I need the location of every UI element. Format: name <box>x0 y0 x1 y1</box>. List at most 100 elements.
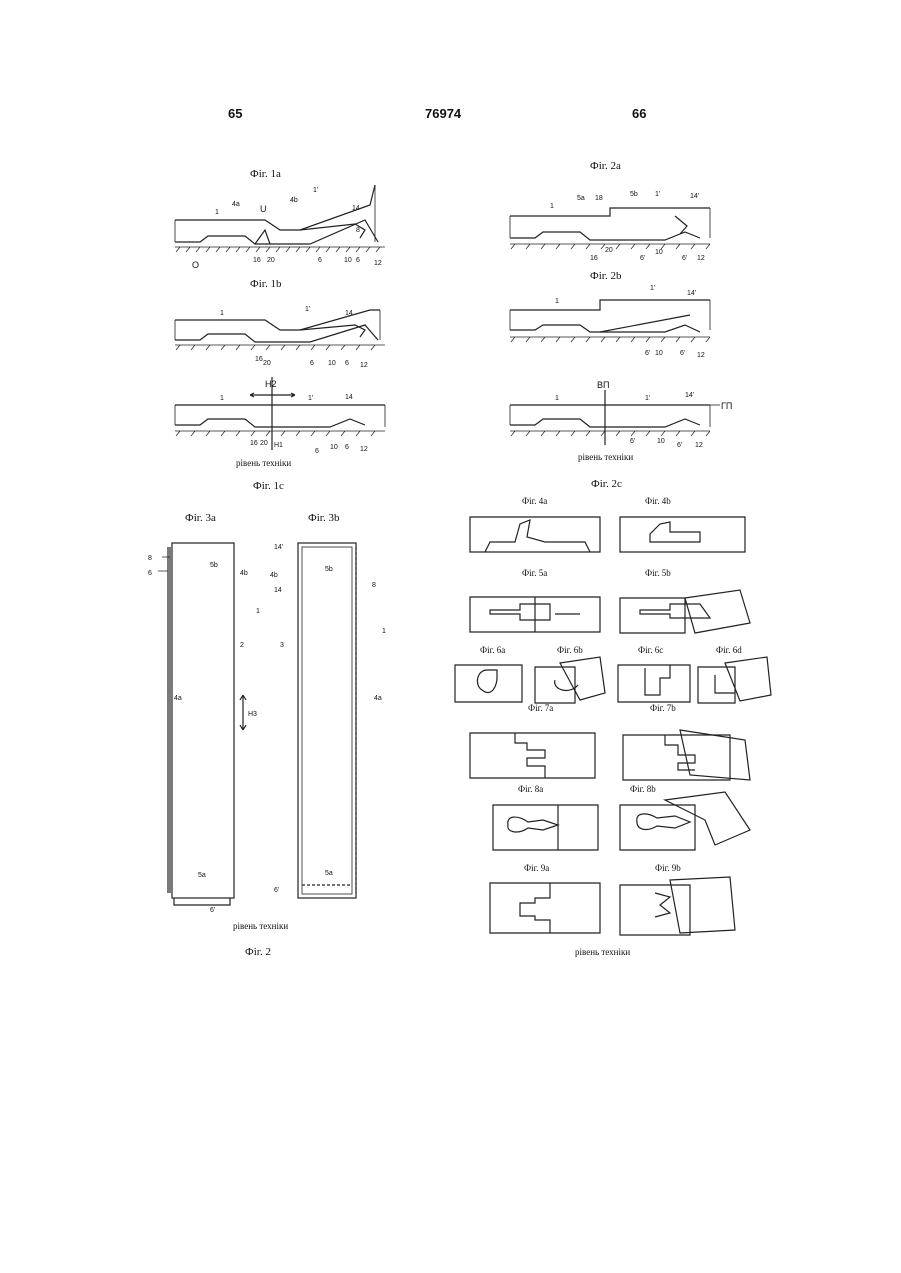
svg-text:ВП: ВП <box>597 380 609 390</box>
svg-text:5a: 5a <box>577 195 585 202</box>
caption-fig-6a: Фіг. 6a <box>480 645 505 655</box>
svg-text:1: 1 <box>550 203 554 210</box>
svg-text:14: 14 <box>352 205 360 212</box>
caption-fig-3b: Фіг. 3b <box>308 512 340 524</box>
svg-text:16: 16 <box>255 356 263 363</box>
svg-text:5a: 5a <box>325 870 333 877</box>
svg-text:10: 10 <box>330 444 338 451</box>
left-page-number: 65 <box>228 106 242 121</box>
caption-fig-2c: Фіг. 2c <box>591 478 622 490</box>
svg-text:5b: 5b <box>210 562 218 569</box>
svg-text:20: 20 <box>605 247 613 254</box>
figure-6c-drawing <box>615 660 695 705</box>
svg-text:6: 6 <box>318 257 322 264</box>
svg-text:1': 1' <box>308 395 313 402</box>
svg-text:H1: H1 <box>274 442 283 449</box>
caption-fig-4a: Фіг. 4a <box>522 496 547 506</box>
svg-text:4b: 4b <box>290 197 298 204</box>
svg-text:O: O <box>192 260 199 270</box>
svg-text:5b: 5b <box>630 191 638 198</box>
svg-text:12: 12 <box>374 260 382 267</box>
figure-6b-drawing <box>530 655 610 705</box>
caption-fig-8a: Фіг. 8a <box>518 784 543 794</box>
svg-text:U: U <box>260 204 267 214</box>
figure-4b-drawing <box>615 512 750 557</box>
prior-art-label-fig3: рівень техніки <box>233 921 288 931</box>
svg-text:5b: 5b <box>325 566 333 573</box>
figure-7a-drawing <box>467 728 602 783</box>
svg-text:12: 12 <box>695 442 703 449</box>
svg-text:5a: 5a <box>198 872 206 879</box>
svg-text:6': 6' <box>680 350 685 357</box>
figure-8a-drawing <box>488 800 603 855</box>
svg-text:H2: H2 <box>265 379 277 389</box>
svg-text:10: 10 <box>328 360 336 367</box>
figure-1b-drawing: 1 1' 14 16 20 6 10 6 12 <box>170 295 390 375</box>
svg-text:10: 10 <box>655 350 663 357</box>
figure-1c-drawing: H2 1 1' 14 16 20 H1 6 10 6 12 <box>170 375 390 460</box>
caption-fig-1c: Фіг. 1c <box>253 480 284 492</box>
caption-fig-7a: Фіг. 7a <box>528 703 553 713</box>
svg-text:12: 12 <box>360 362 368 369</box>
caption-fig-9a: Фіг. 9a <box>524 863 549 873</box>
svg-text:20: 20 <box>263 360 271 367</box>
svg-text:6': 6' <box>645 350 650 357</box>
svg-text:6: 6 <box>345 360 349 367</box>
svg-text:8: 8 <box>356 227 360 234</box>
svg-text:14': 14' <box>685 392 694 399</box>
figure-2b-drawing: 1 1' 14' 6' 10 6' 12 <box>505 285 715 365</box>
svg-text:1: 1 <box>215 209 219 216</box>
prior-art-label-fig9: рівень техніки <box>575 947 630 957</box>
caption-fig-1a: Фіг. 1a <box>250 168 281 180</box>
svg-text:18: 18 <box>595 195 603 202</box>
svg-text:1': 1' <box>313 187 318 194</box>
svg-text:8: 8 <box>148 555 152 562</box>
svg-text:14: 14 <box>345 310 353 317</box>
figure-2c-drawing: 1 ВП 1' 14' ГП 6' 10 6' 12 <box>505 375 735 455</box>
svg-text:14': 14' <box>690 193 699 200</box>
svg-text:3: 3 <box>280 642 284 649</box>
svg-text:4a: 4a <box>232 201 240 208</box>
svg-text:1': 1' <box>645 395 650 402</box>
document-number: 76974 <box>425 106 461 121</box>
caption-fig-2-main: Фіг. 2 <box>245 946 271 958</box>
svg-text:1': 1' <box>650 285 655 292</box>
figure-9b-drawing <box>615 875 740 940</box>
svg-text:1: 1 <box>220 395 224 402</box>
figure-6d-drawing <box>695 655 775 705</box>
caption-fig-7b: Фіг. 7b <box>650 703 676 713</box>
svg-text:10: 10 <box>655 249 663 256</box>
caption-fig-1b: Фіг. 1b <box>250 278 282 290</box>
svg-text:1: 1 <box>382 628 386 635</box>
svg-text:16: 16 <box>253 257 261 264</box>
svg-text:1: 1 <box>256 608 260 615</box>
caption-fig-2a: Фіг. 2a <box>590 160 621 172</box>
figure-4a-drawing <box>465 512 605 557</box>
svg-text:1': 1' <box>305 306 310 313</box>
caption-fig-3a: Фіг. 3a <box>185 512 216 524</box>
svg-text:12: 12 <box>697 255 705 262</box>
prior-art-label-fig2: рівень техніки <box>578 452 633 462</box>
svg-text:6': 6' <box>677 442 682 449</box>
right-page-number: 66 <box>632 106 646 121</box>
caption-fig-6b: Фіг. 6b <box>557 645 583 655</box>
caption-fig-6c: Фіг. 6c <box>638 645 663 655</box>
caption-fig-5b: Фіг. 5b <box>645 568 671 578</box>
caption-fig-5a: Фіг. 5a <box>522 568 547 578</box>
svg-text:1: 1 <box>555 395 559 402</box>
svg-text:16: 16 <box>250 440 258 447</box>
svg-text:ГП: ГП <box>721 401 732 411</box>
svg-text:6': 6' <box>630 438 635 445</box>
caption-fig-4b: Фіг. 4b <box>645 496 671 506</box>
figure-1a-drawing: 1 4a 4b 1' 14 U 8 16 20 6 10 6 12 O <box>170 180 390 275</box>
svg-text:6: 6 <box>148 570 152 577</box>
svg-text:12: 12 <box>697 352 705 359</box>
svg-text:10: 10 <box>344 257 352 264</box>
prior-art-label-fig1: рівень техніки <box>236 458 291 468</box>
caption-fig-2b: Фіг. 2b <box>590 270 622 282</box>
svg-text:6': 6' <box>274 887 279 894</box>
svg-text:8: 8 <box>372 582 376 589</box>
svg-text:12: 12 <box>360 446 368 453</box>
svg-text:H3: H3 <box>248 711 257 718</box>
svg-text:2: 2 <box>240 642 244 649</box>
